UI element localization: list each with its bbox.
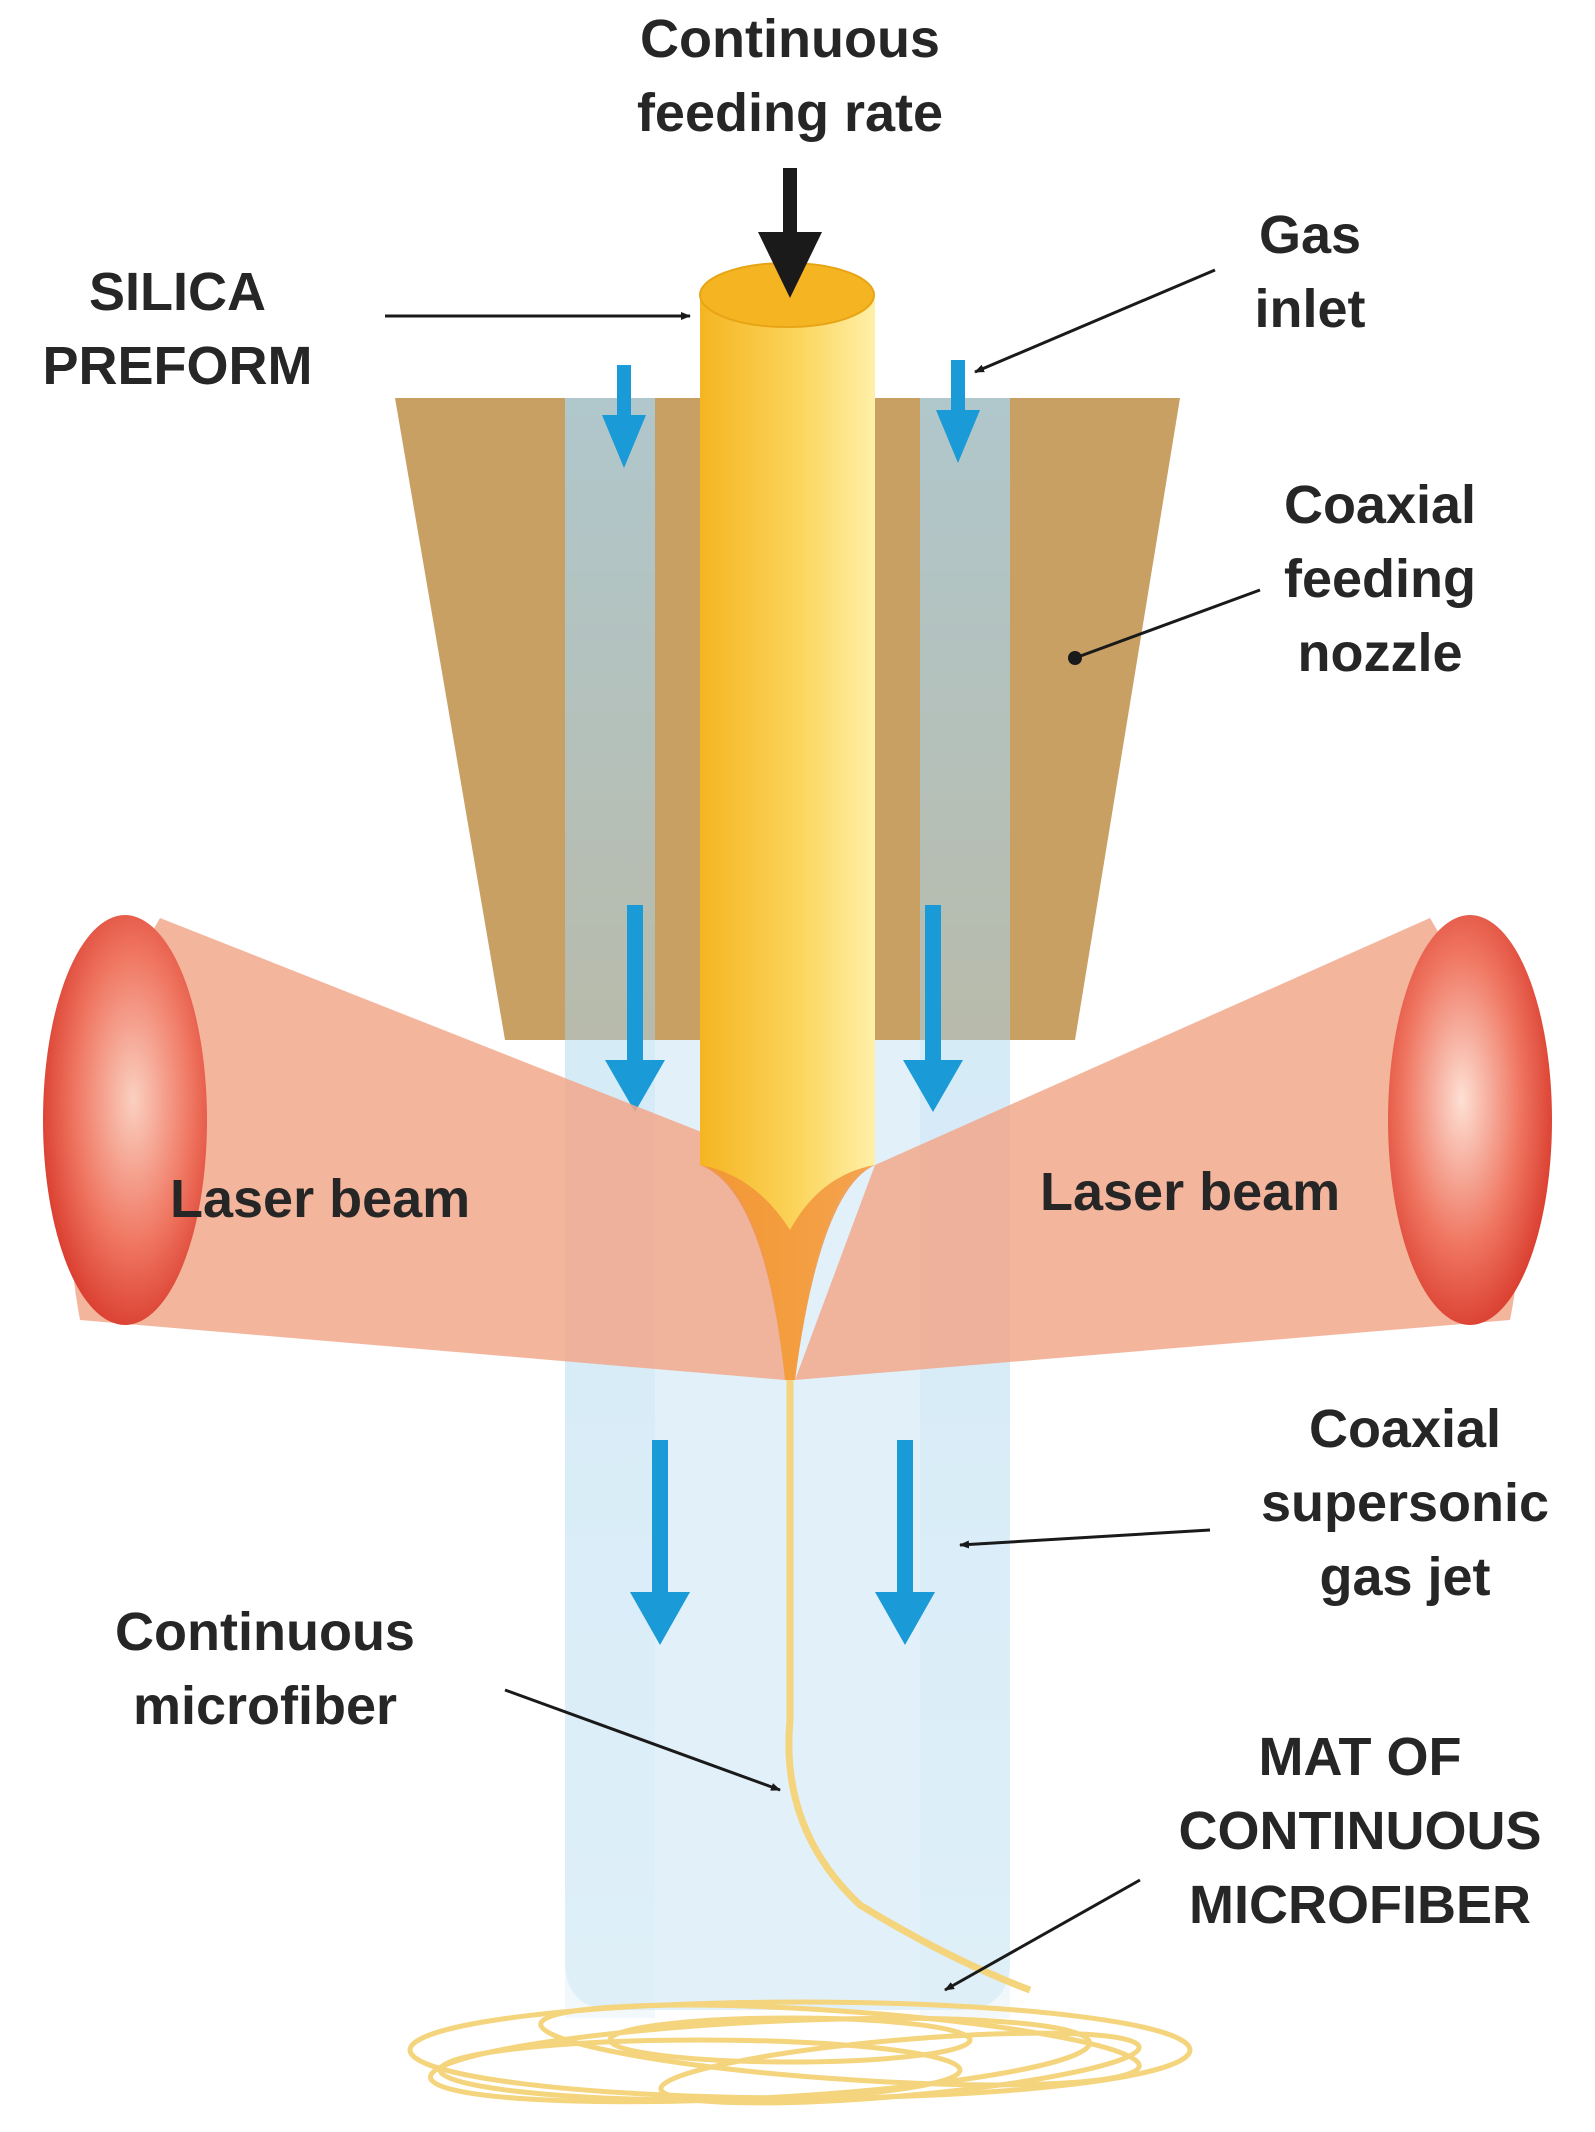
label-gas-inlet-line2: inlet xyxy=(1254,279,1366,339)
label-feeding-rate-line1: Continuous xyxy=(640,9,940,69)
label-laser-beam-right: Laser beam xyxy=(1040,1155,1340,1229)
gas-arrow-low-right xyxy=(875,1440,935,1645)
feeding-arrow xyxy=(758,168,822,298)
continuous-microfiber xyxy=(785,1380,1032,1994)
label-mat-line1: MAT OF xyxy=(1258,1727,1462,1787)
label-preform-line2: PREFORM xyxy=(42,336,313,396)
label-feeding-rate-line2: feeding rate xyxy=(636,83,944,143)
leader-nozzle xyxy=(1074,588,1261,660)
label-laser-beam-left: Laser beam xyxy=(170,1162,470,1236)
gas-arrow-mid-left xyxy=(605,905,665,1112)
gas-arrow-inlet-left xyxy=(602,365,646,468)
label-mat-line3: MICROFIBER xyxy=(1189,1875,1531,1935)
label-gas-inlet-line1: Gas xyxy=(1258,205,1362,265)
label-microfiber-line1: Continuous xyxy=(115,1602,415,1662)
label-mat: MAT OF CONTINUOUS MICROFIBER xyxy=(1130,1720,1590,1942)
leader-gas-inlet xyxy=(974,268,1216,374)
label-gas-jet-line3: gas jet xyxy=(1319,1547,1491,1607)
label-gas-jet-line1: Coaxial xyxy=(1308,1399,1502,1459)
label-nozzle: Coaxial feeding nozzle xyxy=(1240,468,1520,690)
label-nozzle-line1: Coaxial xyxy=(1283,475,1477,535)
label-microfiber: Continuous microfiber xyxy=(60,1595,470,1743)
label-microfiber-line2: microfiber xyxy=(132,1676,398,1736)
label-laser-right-text: Laser beam xyxy=(1040,1162,1341,1222)
silica-preform xyxy=(700,295,875,1380)
gas-arrow-mid-right xyxy=(903,905,963,1112)
label-feeding-rate: Continuous feeding rate xyxy=(590,2,990,150)
label-gas-inlet: Gas inlet xyxy=(1210,198,1410,346)
microfiber-mat xyxy=(407,1999,1193,2106)
laser-aperture-left xyxy=(43,915,207,1325)
leader-lines xyxy=(385,268,1261,1992)
label-gas-jet-line2: supersonic xyxy=(1260,1473,1550,1533)
leader-microfiber xyxy=(504,1688,781,1792)
laser-beam-right xyxy=(795,918,1520,1380)
label-gas-jet: Coaxial supersonic gas jet xyxy=(1220,1392,1590,1614)
label-silica-preform: SILICA PREFORM xyxy=(5,255,350,403)
gas-arrow-low-left xyxy=(630,1440,690,1645)
nozzle-pointer-dot xyxy=(1068,651,1082,665)
label-laser-left-text: Laser beam xyxy=(170,1169,471,1229)
laser-aperture-right xyxy=(1388,915,1552,1325)
leader-gas-jet xyxy=(959,1528,1211,1549)
gas-arrow-inlet-right xyxy=(936,360,980,463)
label-preform-line1: SILICA xyxy=(88,262,266,322)
label-nozzle-line2: feeding xyxy=(1283,549,1476,609)
label-nozzle-line3: nozzle xyxy=(1297,623,1463,683)
leader-mat xyxy=(944,1878,1141,1992)
preform-melt-zone xyxy=(700,1165,875,1380)
gas-arrows xyxy=(602,360,980,1645)
label-mat-line2: CONTINUOUS xyxy=(1178,1801,1542,1861)
laser-beam-left xyxy=(70,918,785,1380)
